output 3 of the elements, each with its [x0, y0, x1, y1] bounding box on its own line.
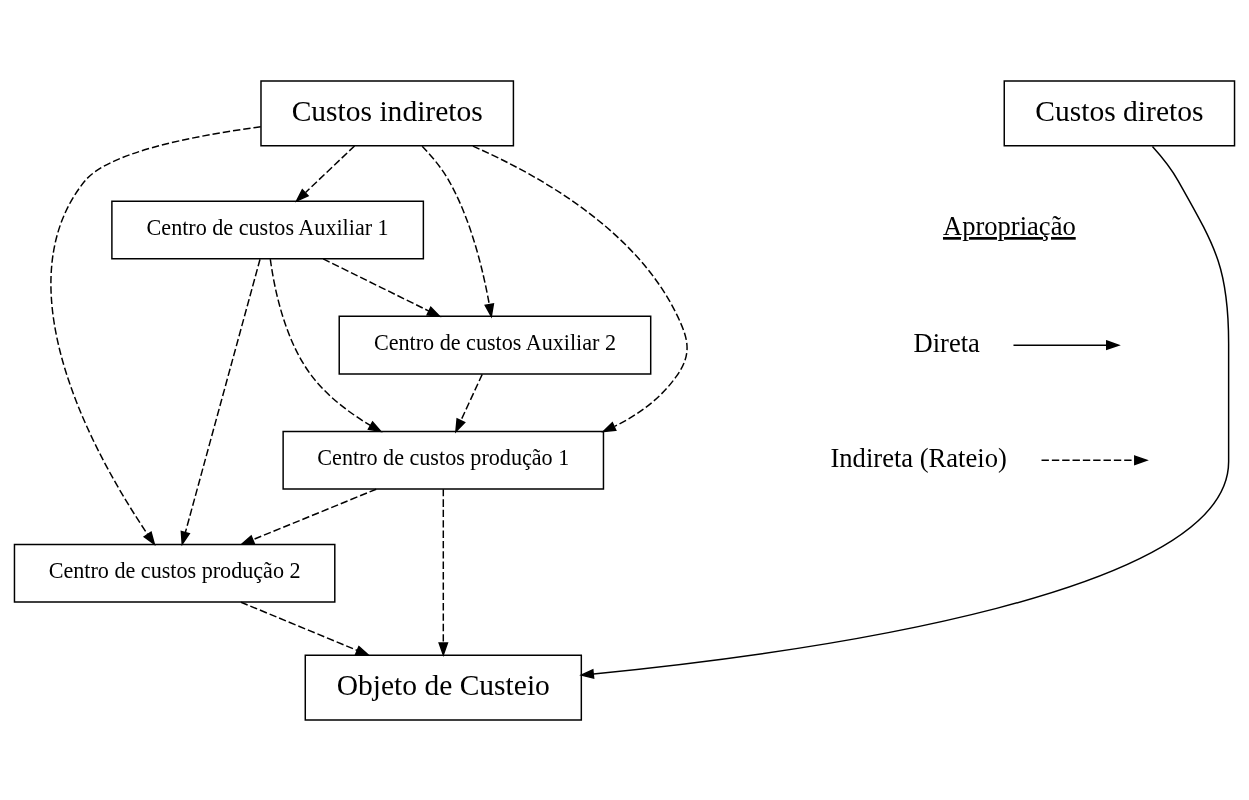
label: Apropriação — [942, 210, 1076, 241]
legend-label: Indireta (Rateio) — [830, 442, 1007, 473]
legend-label: Direta — [913, 327, 980, 358]
